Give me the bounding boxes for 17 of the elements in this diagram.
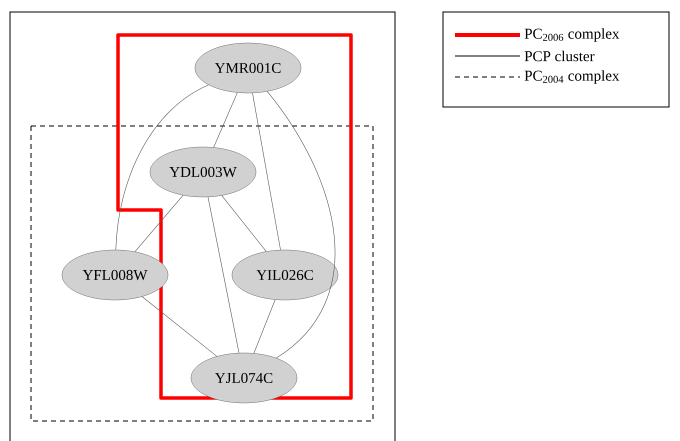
legend-label: PCP cluster <box>524 50 594 62</box>
edge-line <box>221 195 267 252</box>
edge-line <box>252 92 281 250</box>
edge-line <box>134 195 184 252</box>
legend-label: PC$_{2004}$ complex <box>524 70 620 84</box>
legend-label: PC$_{2006}$ complex <box>524 28 620 42</box>
gene-node: YDL003W <box>150 146 256 198</box>
edge-line <box>267 91 336 358</box>
edge-line <box>142 296 218 357</box>
gene-node: YFL008W <box>62 250 168 300</box>
gene-node: YJL074C <box>190 352 298 404</box>
edge-line <box>213 92 238 148</box>
gene-node: YIL026C <box>232 250 338 300</box>
edge-line <box>254 299 276 354</box>
edge-line <box>116 84 209 250</box>
gene-node: YMR001C <box>194 42 302 94</box>
edge-line <box>208 196 240 354</box>
